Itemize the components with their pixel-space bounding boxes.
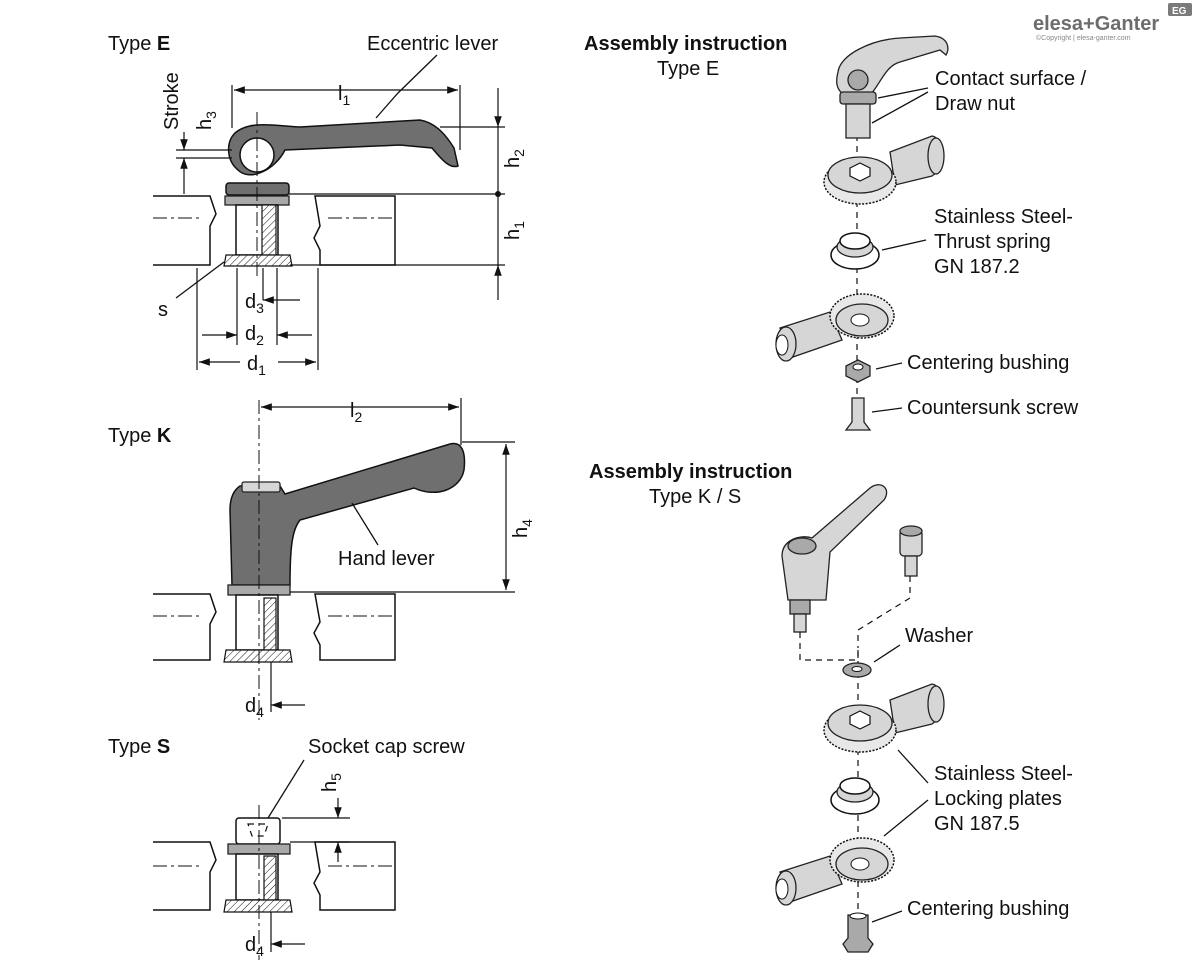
hand-lever-body — [229, 442, 466, 586]
logo-badge-text: EG — [1172, 6, 1187, 17]
dim-h2: h2 — [502, 149, 527, 168]
hand-lever-label: Hand lever — [338, 548, 435, 570]
dim-d4-s: d4 — [245, 934, 264, 959]
dim-h3: h3 — [194, 111, 219, 130]
socket-cap-screw-label: Socket cap screw — [308, 736, 465, 758]
centering-bushing-e-label: Centering bushing — [907, 352, 1069, 374]
eccentric-lever-label: Eccentric lever — [367, 33, 498, 55]
elesa-ganter-logo: elesa+Ganter EG ©Copyright | elesa-gante… — [1033, 3, 1192, 42]
dim-h1: h1 — [502, 221, 527, 240]
assembly-centering-bushing-e — [845, 359, 871, 383]
assembly-locking-plates — [830, 777, 880, 815]
assembly-draw-nut — [839, 91, 877, 105]
nut-section-e — [223, 254, 293, 267]
washer-label: Washer — [905, 625, 974, 647]
logo-brand-text: elesa+Ganter — [1033, 13, 1159, 35]
mounting-plate-s — [153, 841, 396, 911]
dim-d3: d3 — [245, 291, 264, 316]
socket-cap-screw-leader — [267, 759, 305, 819]
nut-section-s — [223, 899, 293, 913]
shaft-section-e — [261, 204, 277, 256]
assembly-ks-rosette-upper — [823, 683, 945, 753]
assembly-ks-rosette-lower — [775, 837, 895, 906]
dim-l1: l1 — [338, 83, 350, 108]
spring-line1-label: Stainless Steel- — [934, 206, 1073, 228]
assembly-centering-bushing-ks — [842, 914, 874, 953]
draw-nut-label: Draw nut — [935, 93, 1015, 115]
dim-d4-k: d4 — [245, 695, 264, 720]
type-s-drawing: Type S Socket cap screw h5 d4 — [108, 736, 465, 960]
assembly-ks-title: Assembly instruction — [589, 461, 792, 483]
assembly-ks-subtitle: Type K / S — [649, 486, 741, 508]
hand-lever-leader — [351, 502, 379, 546]
assembly-rosette-upper — [823, 135, 945, 205]
plates-line3-label: GN 187.5 — [934, 813, 1020, 835]
assembly-lever-stud — [793, 613, 807, 633]
type-e-drawing: Type E Eccentric lever l1 Stroke h3 — [108, 33, 527, 378]
shaft-section-s — [263, 855, 277, 901]
spring-line2-label: Thrust spring — [934, 231, 1051, 253]
assembly-ks: Assembly instruction Type K / S Washer — [589, 461, 1073, 953]
countersunk-screw-label: Countersunk screw — [907, 397, 1079, 419]
centering-bushing-ks-label: Centering bushing — [907, 898, 1069, 920]
dim-s: s — [158, 299, 168, 321]
stroke-label: Stroke — [161, 72, 183, 130]
assembly-e-subtitle: Type E — [657, 58, 719, 80]
mounting-plate-e — [153, 195, 396, 266]
hand-lever-cap — [241, 481, 281, 493]
assembly-e-title: Assembly instruction — [584, 33, 787, 55]
eccentric-lever-leader — [375, 54, 438, 119]
shaft-section-k — [263, 597, 277, 651]
type-k-drawing: Type K Hand lever l2 h4 d4 — [108, 398, 535, 720]
eccentric-lever-body — [227, 119, 459, 176]
dim-d1: d1 — [247, 353, 266, 378]
socket-hex-icon — [247, 823, 269, 837]
socket-cap-head — [235, 817, 281, 845]
dim-l2: l2 — [350, 400, 362, 425]
logo-badge — [1168, 3, 1192, 16]
type-e-label: Type E — [108, 33, 170, 55]
type-k-label: Type K — [108, 425, 172, 447]
dim-d2: d2 — [245, 323, 264, 348]
assembly-screw-e — [845, 103, 871, 139]
mounting-plate-k — [153, 593, 396, 661]
plates-line1-label: Stainless Steel- — [934, 763, 1073, 785]
assembly-hand-lever — [781, 484, 888, 601]
plates-line2-label: Locking plates — [934, 788, 1062, 810]
contact-surface-label: Contact surface / — [935, 68, 1087, 90]
type-s-label: Type S — [108, 736, 170, 758]
nut-section-k — [223, 649, 293, 663]
assembly-countersunk-screw — [844, 397, 872, 431]
assembly-thrust-spring — [830, 232, 880, 270]
assembly-e: Assembly instruction Type E Contact surf… — [584, 33, 1087, 431]
dim-h4: h4 — [510, 519, 535, 538]
logo-copyright: ©Copyright | elesa-ganter.com — [1036, 34, 1131, 42]
assembly-rosette-lower — [775, 293, 895, 362]
dim-h5: h5 — [319, 773, 344, 792]
spring-line3-label: GN 187.2 — [934, 256, 1020, 278]
